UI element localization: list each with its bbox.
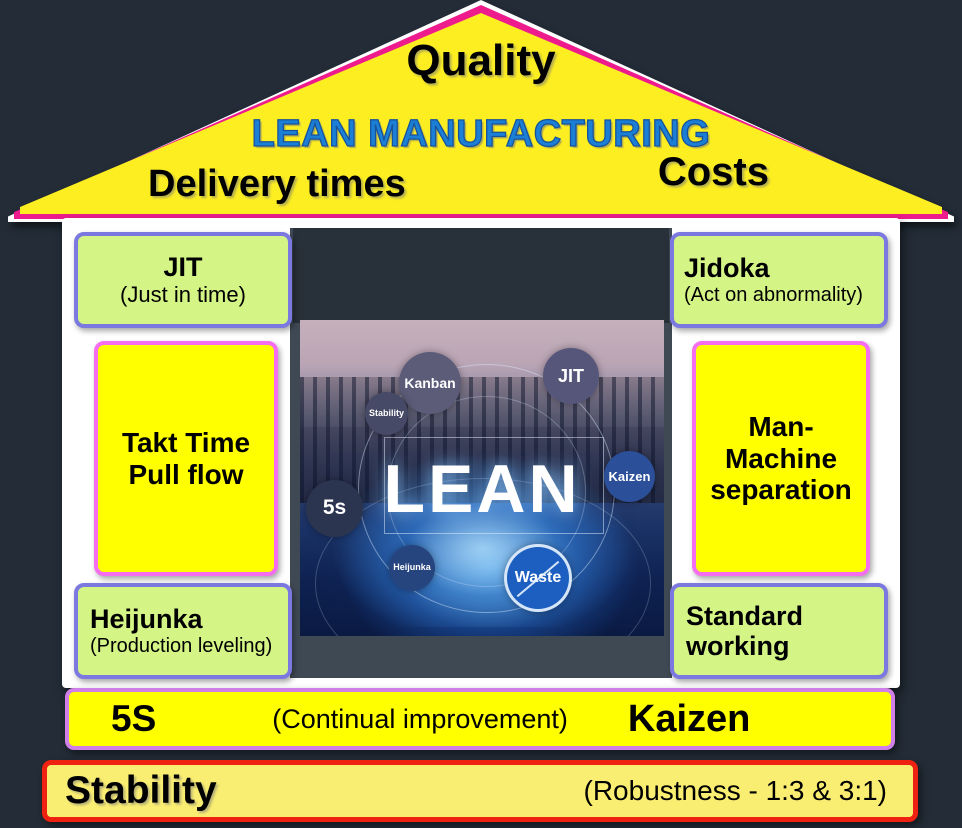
- foundation-bar-kaizen-right-label: Kaizen: [627, 697, 751, 740]
- pillar-box-standard-working[interactable]: Standard working: [670, 583, 888, 679]
- pillar-box-standard-working-line1: Standard: [686, 600, 804, 631]
- foundation-bar-stability[interactable]: Stability (Robustness - 1:3 & 3:1): [42, 760, 918, 822]
- pillar-box-man-machine-line1: Man-: [748, 411, 814, 443]
- pillar-box-man-machine-line2: Machine: [724, 442, 838, 474]
- bubble-waste: Waste: [504, 544, 572, 612]
- foundation-bar-stability-left-label: Stability: [65, 769, 217, 812]
- pillar-box-takt-time[interactable]: Takt Time Pull flow: [94, 341, 278, 576]
- roof-label-costs: Costs: [657, 150, 769, 194]
- foundation-bar-kaizen[interactable]: 5S (Continual improvement) Kaizen: [65, 688, 895, 750]
- photo-center-word: LEAN: [383, 450, 581, 527]
- hud-rectangle: [383, 436, 605, 534]
- foundation-bar-stability-right-label: (Robustness - 1:3 & 3:1): [583, 775, 887, 806]
- pillar-box-jidoka[interactable]: Jidoka (Act on abnormality): [670, 232, 888, 328]
- bubble-stability: Stability: [365, 392, 408, 435]
- pillar-box-takt-time-line1: Takt Time: [121, 427, 251, 459]
- pillar-box-jidoka-title: Jidoka: [684, 253, 770, 284]
- bubble-kaizen: Kaizen: [604, 451, 655, 502]
- pillar-box-jit-title: JIT: [163, 252, 203, 283]
- pillar-box-man-machine-separation[interactable]: Man- Machine separation: [692, 341, 870, 576]
- pillar-box-takt-time-line2: Pull flow: [128, 458, 244, 490]
- bubble-kanban: Kanban: [399, 352, 461, 414]
- pillar-box-jidoka-subtitle: (Act on abnormality): [684, 283, 863, 306]
- pillar-box-standard-working-line2: working: [686, 631, 790, 661]
- foundation-bar-kaizen-center-label: (Continual improvement): [272, 703, 568, 734]
- pillar-box-man-machine-line3: separation: [710, 474, 852, 506]
- roof-label-quality: Quality: [406, 36, 556, 85]
- bubble-heijunka: Heijunka: [389, 545, 435, 591]
- bubble-jit: JIT: [543, 348, 599, 404]
- pillar-box-jit[interactable]: JIT (Just in time): [74, 232, 292, 328]
- roof-triangle: Quality LEAN MANUFACTURING Delivery time…: [8, 0, 954, 222]
- roof-label-delivery-times: Delivery times: [148, 163, 406, 205]
- pillar-box-heijunka[interactable]: Heijunka (Production leveling): [74, 583, 292, 679]
- lean-concept-image: Kanban JIT Stability Kaizen 5s Heijunka …: [300, 320, 664, 636]
- diagram-title: LEAN MANUFACTURING: [251, 112, 711, 155]
- pillar-box-jit-subtitle: (Just in time): [120, 282, 246, 308]
- foundation-bar-kaizen-left-label: 5S: [111, 698, 157, 739]
- bubble-5s: 5s: [306, 480, 363, 537]
- pillar-box-heijunka-subtitle: (Production leveling): [90, 634, 273, 657]
- pillar-box-heijunka-title: Heijunka: [90, 604, 203, 635]
- house-inner-panel-top: [293, 228, 669, 323]
